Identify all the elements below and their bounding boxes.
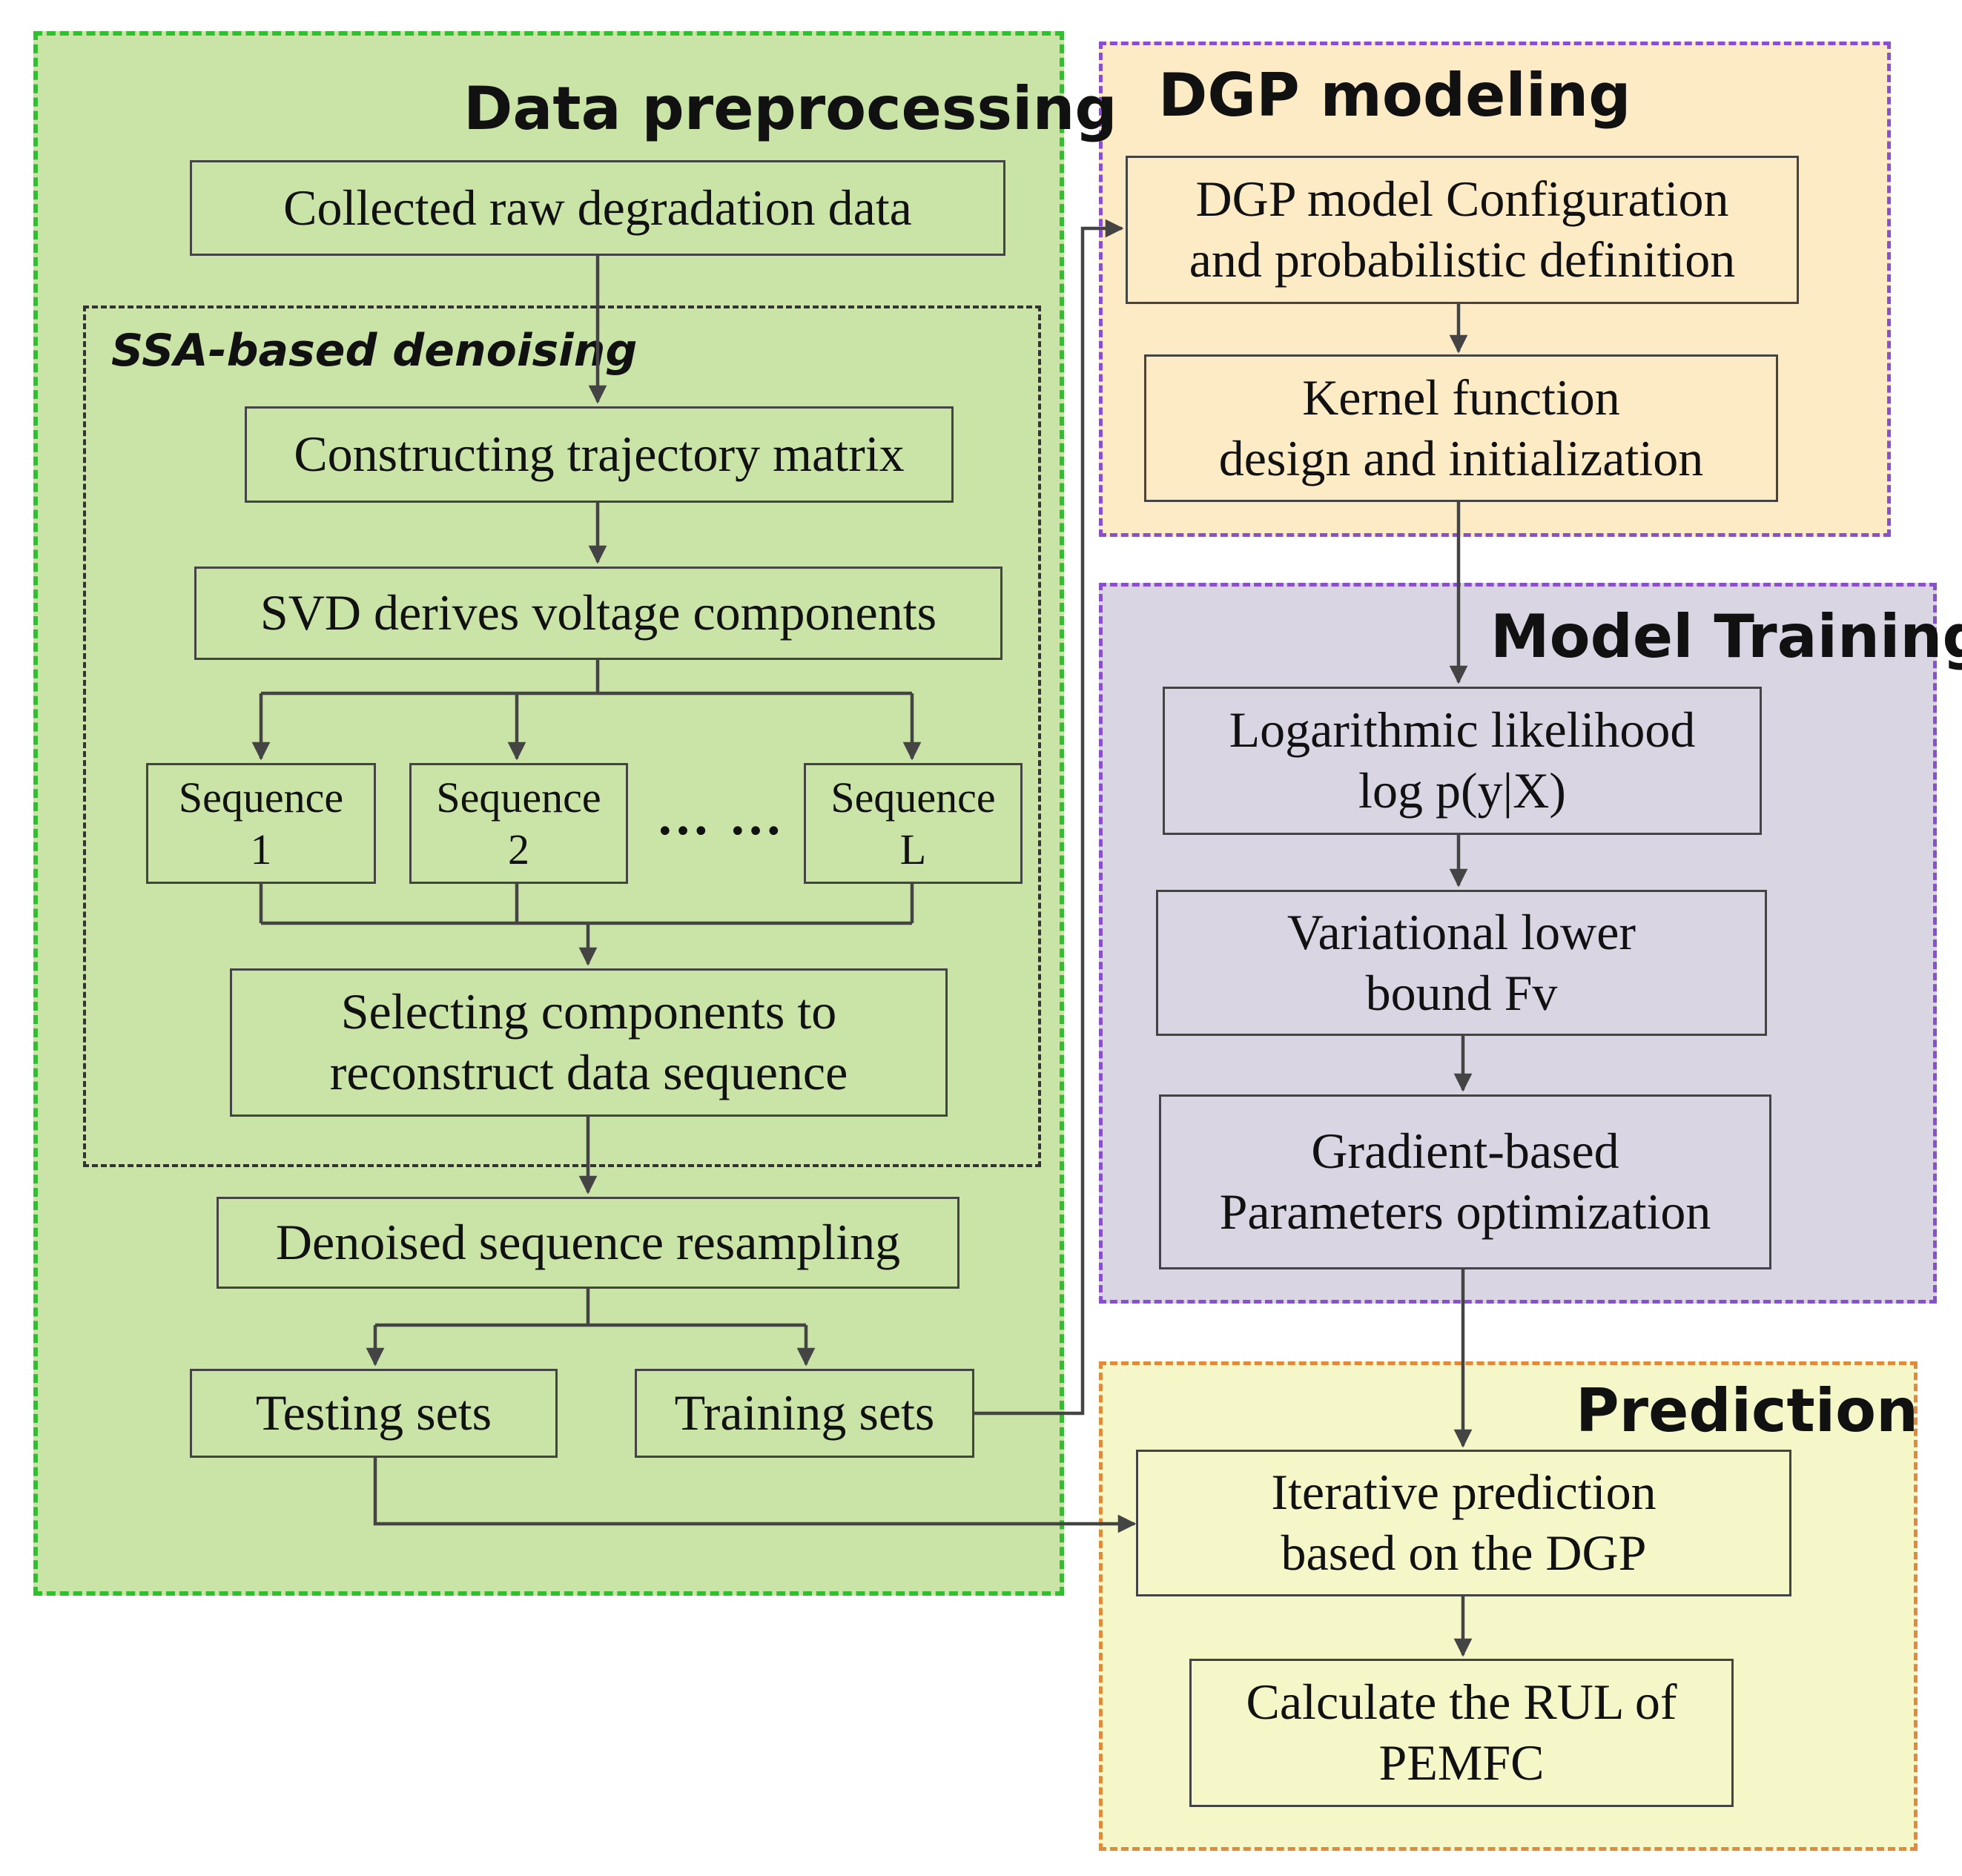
box-kernel-function-line-2: design and initialization xyxy=(1218,429,1704,486)
box-training-sets: Training sets xyxy=(635,1369,974,1458)
box-selecting-components-line-1: Selecting components to xyxy=(340,983,837,1040)
box-testing-sets-line-1: Testing sets xyxy=(255,1384,492,1441)
box-sequence-l-line-1: Sequence xyxy=(830,773,996,822)
panel-prediction xyxy=(1099,1361,1918,1851)
box-iterative-prediction-line-1: Iterative prediction xyxy=(1271,1464,1657,1521)
box-collected-raw-data: Collected raw degradation data xyxy=(190,160,1005,256)
panel-model-training xyxy=(1099,583,1937,1304)
box-calculate-rul-line-1: Calculate the RUL of xyxy=(1246,1674,1677,1731)
box-denoised-resampling-line-1: Denoised sequence resampling xyxy=(275,1214,901,1271)
arrow-testing-to-prediction xyxy=(373,1458,1137,1533)
box-sequence-l-line-2: L xyxy=(899,825,927,873)
box-testing-sets: Testing sets xyxy=(190,1369,558,1458)
box-trajectory-matrix: Constructing trajectory matrix xyxy=(245,406,954,503)
title-dgp-modeling: DGP modeling xyxy=(1158,61,1631,130)
box-sequence-1-line-1: Sequence xyxy=(178,773,344,822)
connector-resampling-branch xyxy=(375,1289,806,1327)
box-trajectory-matrix-line-1: Constructing trajectory matrix xyxy=(294,426,905,483)
panel-ssa-denoising xyxy=(83,305,1041,1167)
ellipsis: … … xyxy=(656,787,785,846)
box-variational-lower-bound-line-2: bound Fv xyxy=(1365,964,1558,1021)
connector-svd-branch xyxy=(261,660,912,696)
box-denoised-resampling: Denoised sequence resampling xyxy=(217,1197,959,1289)
box-variational-lower-bound-line-1: Variational lower xyxy=(1286,903,1636,960)
connector-seq-merge xyxy=(259,884,914,925)
box-svd-components-line-1: SVD derives voltage components xyxy=(260,584,937,641)
box-iterative-prediction-line-2: based on the DGP xyxy=(1281,1525,1647,1581)
box-kernel-function-line-1: Kernel function xyxy=(1302,369,1620,426)
panel-data-preprocessing xyxy=(33,31,1064,1596)
box-log-likelihood-line-2: log p(y|X) xyxy=(1358,762,1566,819)
box-dgp-configuration-line-2: and probabilistic definition xyxy=(1189,231,1736,288)
arrow-training-to-dgp xyxy=(974,219,1124,1416)
box-sequence-2-line-2: 2 xyxy=(508,825,529,873)
box-log-likelihood-line-1: Logarithmic likelihood xyxy=(1229,701,1696,759)
box-svd-components: SVD derives voltage components xyxy=(194,567,1003,660)
box-gradient-optimization-line-1: Gradient-based xyxy=(1311,1123,1619,1180)
title-prediction: Prediction xyxy=(1576,1376,1919,1445)
title-data-preprocessing: Data preprocessing xyxy=(463,74,1117,143)
box-sequence-1-line-2: 1 xyxy=(250,825,272,873)
panel-dgp-modeling xyxy=(1099,42,1891,537)
box-training-sets-line-1: Training sets xyxy=(674,1384,935,1441)
box-sequence-2-line-1: Sequence xyxy=(436,773,601,822)
title-ssa-denoising: SSA-based denoising xyxy=(111,325,638,377)
box-collected-raw-data-line-1: Collected raw degradation data xyxy=(283,179,912,236)
title-model-training: Model Training xyxy=(1490,602,1962,671)
box-dgp-configuration-line-1: DGP model Configuration xyxy=(1195,171,1729,228)
box-selecting-components-line-2: reconstruct data sequence xyxy=(329,1044,848,1100)
box-gradient-optimization-line-2: Parameters optimization xyxy=(1219,1183,1711,1240)
box-calculate-rul-line-2: PEMFC xyxy=(1378,1734,1545,1791)
